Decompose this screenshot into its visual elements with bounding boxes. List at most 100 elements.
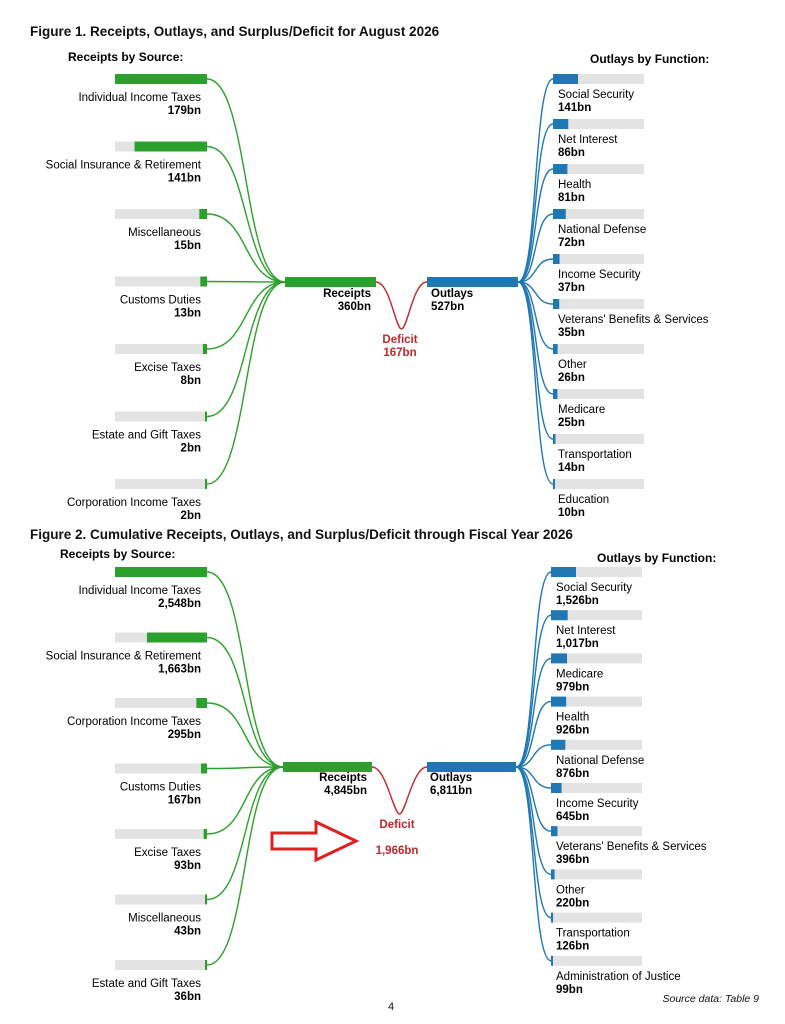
- fig1-receipt-bar: [134, 141, 207, 152]
- fig1-outlay-value: 141bn: [558, 102, 591, 114]
- fig2-outlay-bar: [551, 826, 558, 837]
- fig1-receipt-bar: [199, 209, 207, 219]
- fig1-outlay-label: Medicare: [558, 404, 605, 416]
- fig1-outlays-total-label: Outlays: [431, 288, 473, 300]
- fig1-outlay-track: [553, 74, 644, 84]
- fig2-receipt-value: 1,663bn: [158, 664, 201, 676]
- fig2-receipt-bar: [200, 763, 207, 774]
- fig2-outlay-link: [515, 766, 552, 919]
- fig2-receipt-track: [115, 698, 207, 708]
- fig2-outlay-link: [515, 700, 552, 768]
- fig2-outlay-bar: [551, 869, 555, 880]
- fig2-outlay-track: [551, 653, 642, 664]
- fig2-receipt-bar: [205, 894, 207, 905]
- fig2-outlay-link: [515, 744, 552, 768]
- figure-1-title: Figure 1. Receipts, Outlays, and Surplus…: [30, 24, 440, 39]
- fig1-receipt-bar: [205, 411, 207, 422]
- fig1-outlays-total-value: 527bn: [431, 301, 464, 313]
- fig2-deficit-value: 1,966bn: [376, 845, 419, 857]
- fig2-receipt-link: [206, 766, 284, 770]
- fig1-outlay-label: Transportation: [558, 449, 632, 461]
- fig1-outlay-track: [553, 209, 644, 219]
- fig1-outlay-value: 26bn: [558, 372, 585, 384]
- fig1-outlay-track: [553, 344, 644, 354]
- fig2-deficit-label: Deficit: [379, 819, 414, 831]
- fig2-receipt-bar: [115, 567, 207, 577]
- fig2-outlay-bar: [551, 567, 576, 577]
- fig2-outlay-label: Veterans' Benefits & Services: [556, 841, 707, 853]
- fig2-receipts-total-value: 4,845bn: [324, 785, 367, 797]
- fig1-receipt-link: [206, 281, 286, 350]
- fig2-outlay-link: [515, 657, 552, 768]
- fig2-receipt-track: [115, 763, 207, 774]
- fig2-outlay-label: Income Security: [556, 798, 639, 810]
- fig2-receipt-label: Social Insurance & Retirement: [46, 651, 202, 663]
- fig1-outlay-label: Income Security: [558, 269, 641, 281]
- fig2-outlay-track: [551, 783, 642, 793]
- fig2-outlay-track: [551, 739, 642, 750]
- fig1-deficit-link: [375, 281, 428, 330]
- fig2-outlay-track: [551, 955, 642, 966]
- fig1-outlay-value: 14bn: [558, 462, 585, 474]
- fig2-receipt-bar: [196, 698, 207, 708]
- fig1-receipts-heading: Receipts by Source:: [68, 50, 183, 64]
- fig1-deficit-label: Deficit: [382, 334, 417, 346]
- fig1-outlay-track: [553, 119, 644, 129]
- fig2-receipt-track: [115, 960, 207, 970]
- fig2-outlay-label: Administration of Justice: [556, 971, 681, 983]
- fig1-receipt-value: 2bn: [181, 510, 201, 522]
- page-number: 4: [388, 1001, 395, 1013]
- fig1-outlay-value: 81bn: [558, 192, 585, 204]
- fig2-outlay-value: 126bn: [556, 941, 589, 953]
- fig1-outlay-value: 10bn: [558, 507, 585, 519]
- fig1-receipt-value: 13bn: [174, 308, 201, 320]
- fig2-receipts-heading: Receipts by Source:: [60, 547, 175, 561]
- fig1-outlay-track: [553, 389, 644, 399]
- fig1-outlay-link: [517, 281, 554, 485]
- fig1-outlay-value: 72bn: [558, 237, 585, 249]
- fig2-outlay-label: Social Security: [556, 582, 632, 594]
- fig1-receipt-value: 179bn: [168, 105, 201, 117]
- fig2-outlay-value: 926bn: [556, 725, 589, 737]
- fig2-outlay-track: [551, 826, 642, 837]
- fig2-receipt-label: Miscellaneous: [128, 913, 201, 925]
- fig1-receipt-label: Excise Taxes: [134, 362, 201, 374]
- fig1-receipt-link: [206, 281, 286, 485]
- fig1-outlay-value: 37bn: [558, 282, 585, 294]
- fig1-outlay-link: [517, 78, 554, 283]
- figure-2-title: Figure 2. Cumulative Receipts, Outlays, …: [30, 527, 573, 542]
- fig2-outlay-track: [551, 610, 642, 621]
- fig1-receipt-link: [206, 78, 286, 283]
- fig2-outlay-label: National Defense: [556, 755, 644, 767]
- fig2-receipt-value: 295bn: [168, 729, 201, 741]
- fig1-outlay-value: 35bn: [558, 327, 585, 339]
- fig1-outlays-heading: Outlays by Function:: [590, 52, 709, 66]
- fig2-outlay-value: 645bn: [556, 811, 589, 823]
- fig1-outlay-label: Social Security: [558, 89, 634, 101]
- fig1-receipt-label: Estate and Gift Taxes: [92, 430, 201, 442]
- fig1-outlay-bar: [553, 434, 556, 444]
- fig2-receipts-total-bar: [283, 762, 372, 772]
- fig2-outlay-bar: [551, 955, 553, 966]
- fig2-outlay-bar: [551, 783, 562, 793]
- fig1-outlay-bar: [553, 479, 555, 489]
- fig2-outlay-link: [515, 766, 552, 832]
- fig2-outlay-link: [515, 614, 552, 768]
- fig2-receipt-label: Corporation Income Taxes: [67, 716, 201, 728]
- fig2-receipt-label: Individual Income Taxes: [78, 585, 201, 597]
- fig2-outlay-value: 1,017bn: [556, 638, 599, 650]
- fig1-outlay-track: [553, 479, 644, 489]
- fig2-receipt-value: 2,548bn: [158, 598, 201, 610]
- fig2-outlay-label: Medicare: [556, 668, 603, 680]
- fig1-receipt-value: 15bn: [174, 240, 201, 252]
- fig2-receipts-total-label: Receipts: [319, 772, 367, 784]
- fig1-outlay-label: Other: [558, 359, 587, 371]
- fig2-receipt-value: 167bn: [168, 795, 201, 807]
- fig1-outlay-label: Veterans' Benefits & Services: [558, 314, 709, 326]
- fig1-outlay-link: [517, 258, 554, 283]
- fig2-outlay-value: 220bn: [556, 897, 589, 909]
- fig2-receipt-value: 93bn: [174, 860, 201, 872]
- fig2-outlay-bar: [551, 912, 554, 923]
- fig1-outlay-track: [553, 164, 644, 174]
- fig2-outlays-total-bar: [427, 762, 516, 772]
